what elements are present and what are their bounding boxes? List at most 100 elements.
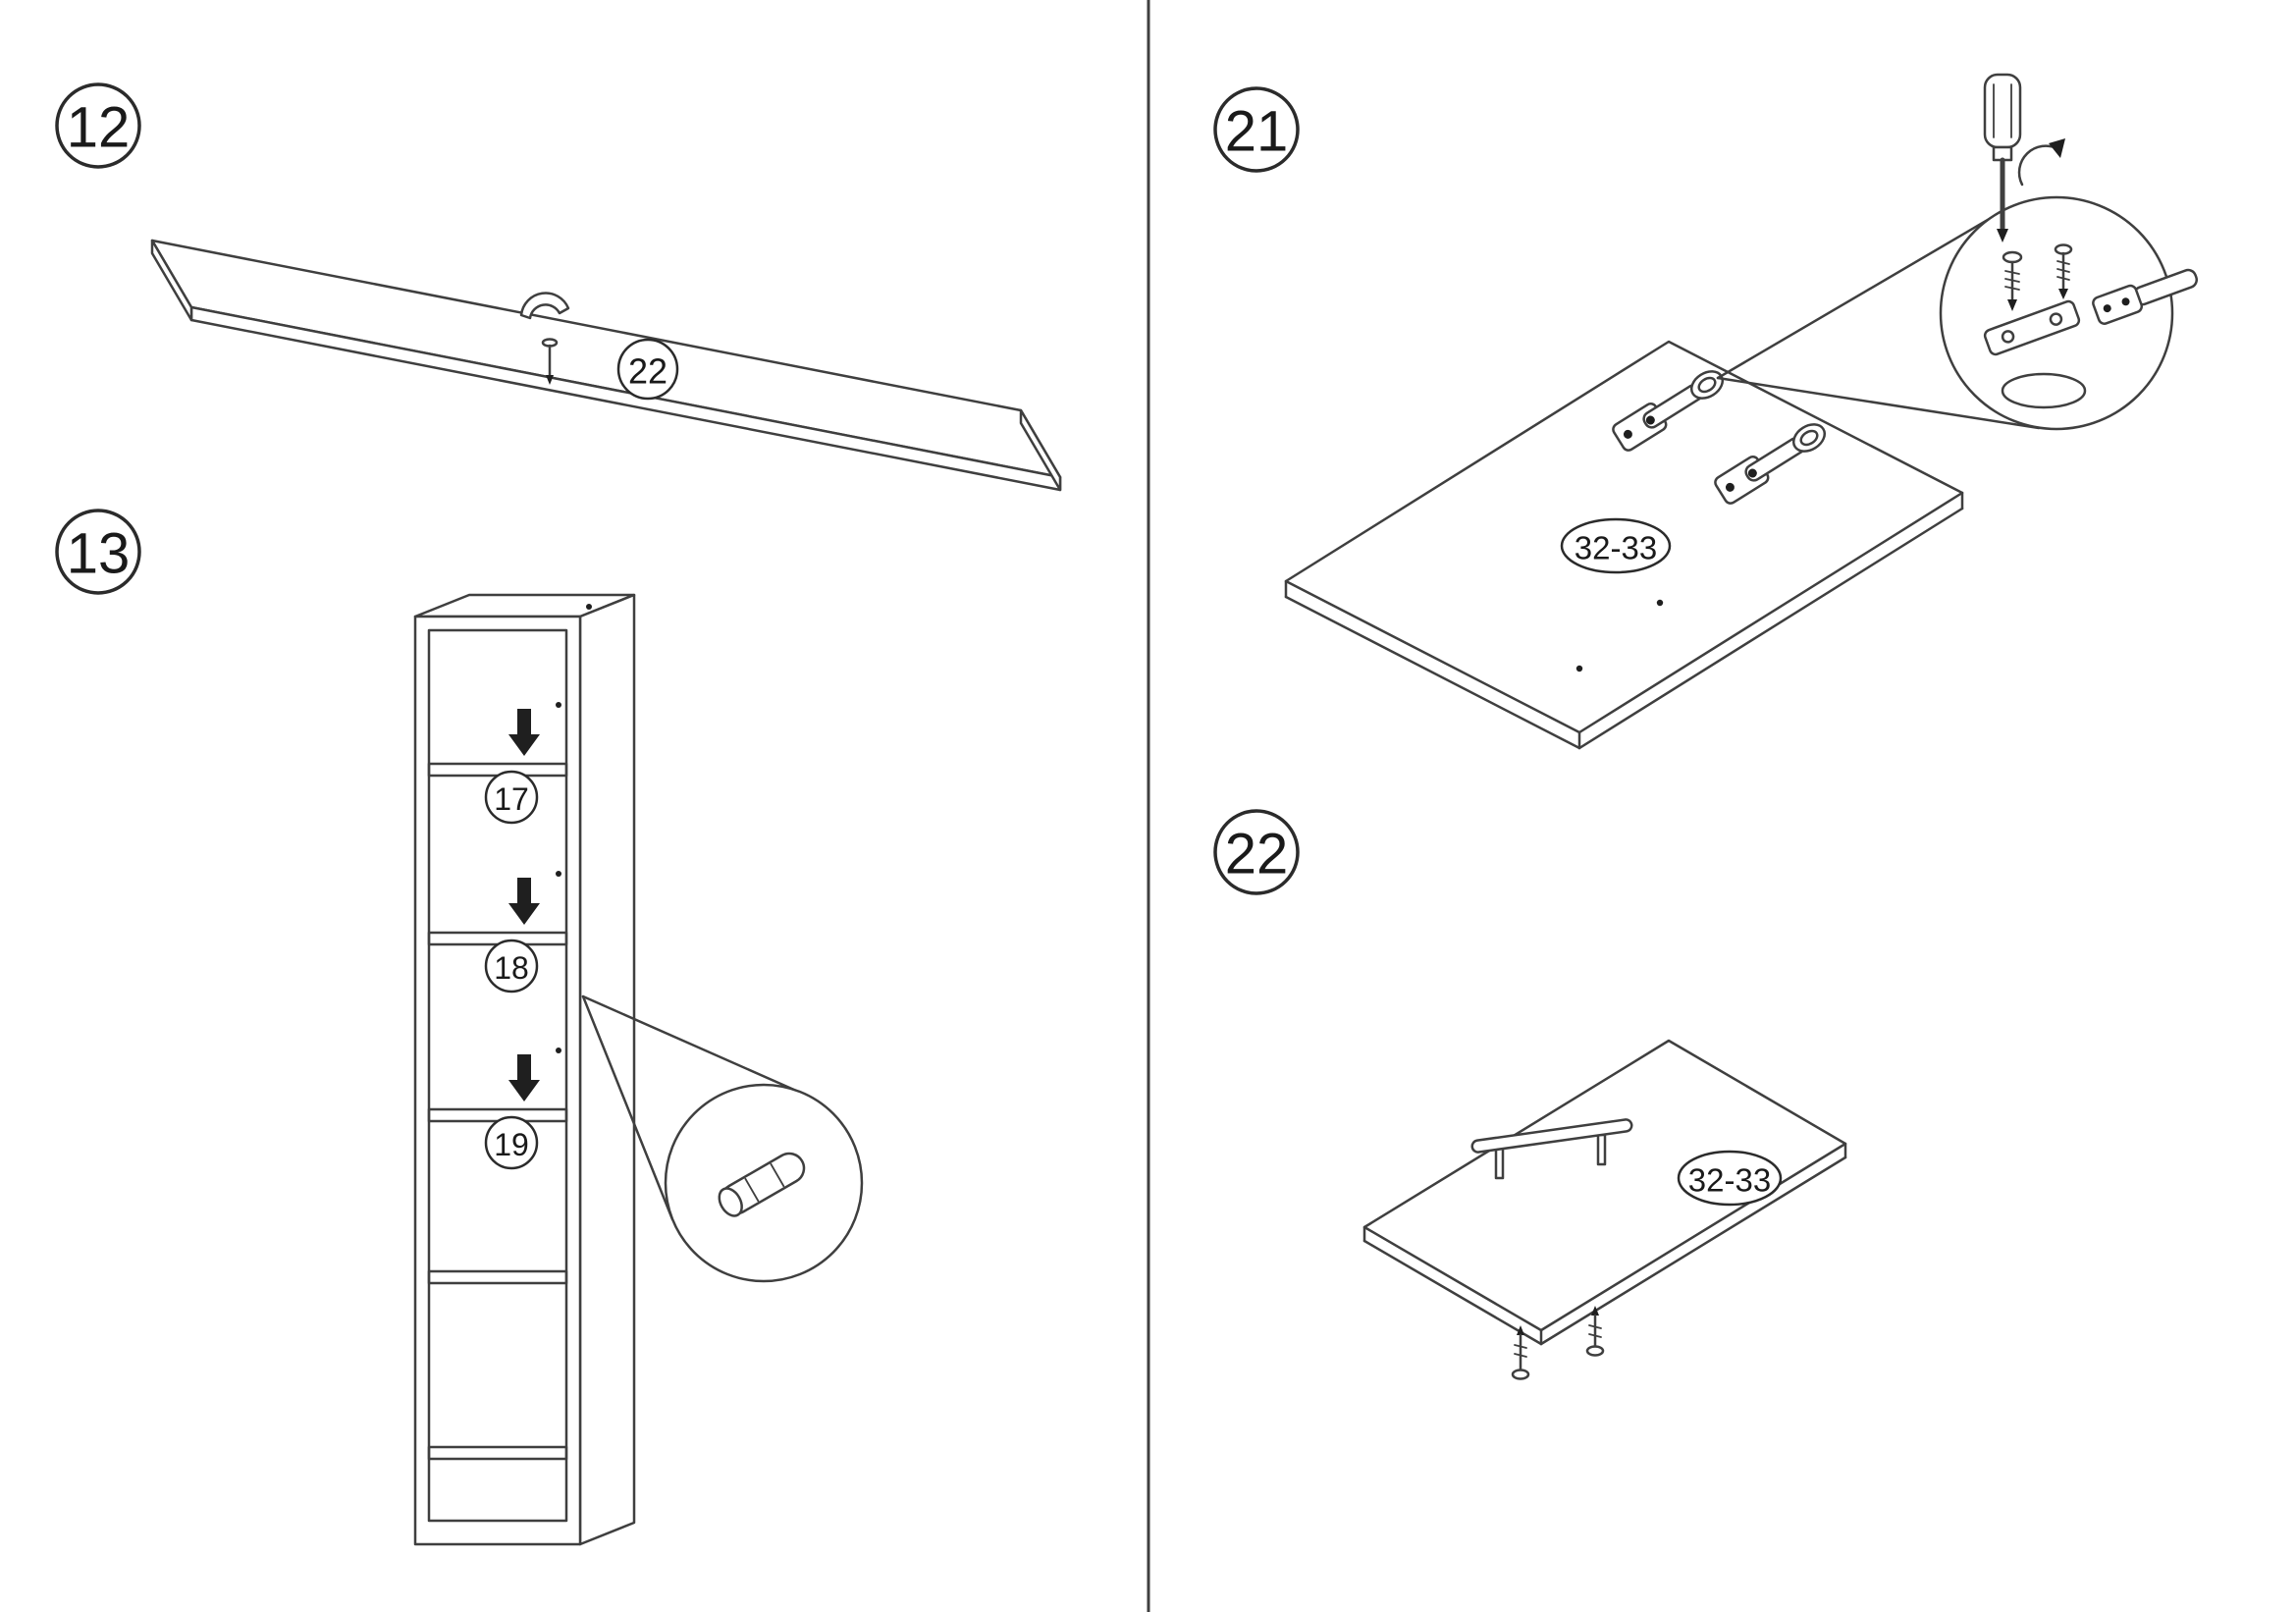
screw-thread — [2056, 260, 2070, 265]
handle-hole — [1656, 599, 1664, 607]
part-label-circle — [616, 338, 679, 401]
part-label-32-33: 32-33 — [1560, 517, 1672, 574]
screw-tip — [2007, 299, 2017, 311]
callout-line — [581, 994, 805, 1096]
dowel-ridge — [770, 1162, 785, 1188]
down-arrow-shelf-17 — [508, 709, 540, 756]
screw-thread — [1514, 1353, 1527, 1358]
shelf-number-17: 17 — [494, 781, 529, 817]
shelf-fixed-2 — [427, 1445, 568, 1461]
screw-tip — [2058, 289, 2068, 299]
part-number-32-33: 32-33 — [1575, 530, 1657, 566]
pin-hole — [556, 702, 561, 708]
hinge-screw-dot — [2121, 297, 2130, 306]
pin-hole — [556, 871, 561, 877]
screwdriver-drawing — [1983, 73, 2065, 242]
shelf-label-circle — [484, 1115, 539, 1170]
plate-hole — [2001, 330, 2015, 344]
shelf-fixed-1 — [427, 1269, 568, 1285]
part-number-22: 22 — [628, 351, 667, 392]
screw-thread — [2056, 268, 2070, 273]
screw-head — [2002, 250, 2023, 264]
bracket-arch — [519, 292, 570, 320]
step-13-number-badge: 13 — [55, 509, 141, 595]
hinge-drawing — [1714, 423, 1827, 505]
pin-hole — [586, 604, 592, 610]
dowel-pin-drawing — [718, 1152, 806, 1217]
shelf-number-19: 19 — [494, 1127, 529, 1162]
callout-line — [1716, 212, 2000, 380]
screw-thread — [2004, 270, 2020, 275]
wall-bracket-drawing — [519, 292, 570, 385]
step-12-number-badge: 12 — [55, 82, 141, 169]
shelf-label-circle — [484, 770, 539, 825]
screw-thread — [1588, 1324, 1602, 1329]
plate-hole — [2049, 312, 2063, 326]
part-label-oval — [1560, 517, 1672, 574]
dowel-end — [718, 1187, 743, 1217]
hinge-screw-dot — [2103, 304, 2111, 313]
down-arrow-shelf-19 — [508, 1054, 540, 1102]
hinge-cup-hole — [2001, 372, 2087, 409]
screw-head — [1511, 1369, 1530, 1380]
handle-bar-group — [1470, 1118, 1633, 1154]
hinge-screw-dot — [1725, 482, 1735, 492]
callout-line — [1716, 376, 2041, 430]
handle-screw-drawing — [1585, 1306, 1605, 1357]
screw-tip — [546, 375, 554, 385]
dowel-ridge — [744, 1177, 760, 1203]
shelf-label-17: 17 — [484, 770, 539, 825]
bookcase-inner-opening — [427, 628, 568, 1523]
hinge-arm — [1744, 436, 1806, 482]
part-number-32-33: 32-33 — [1688, 1162, 1771, 1199]
shelf-pin-holes — [556, 604, 592, 1053]
panel-left-end — [150, 239, 193, 322]
pin-hole — [556, 1048, 561, 1053]
down-arrow-shelf-18 — [508, 878, 540, 925]
door-bottom-edge — [1362, 1239, 1543, 1346]
part-label-22: 22 — [616, 338, 679, 401]
top-shelf-panel-drawing — [150, 239, 1062, 492]
screwdriver-handle — [1983, 73, 2022, 149]
hinge-cup — [1791, 423, 1827, 453]
hinge-cup-inner — [1799, 429, 1819, 447]
step-21-number-badge: 21 — [1213, 86, 1300, 173]
screw-thread — [1514, 1344, 1527, 1349]
screw-thread — [2056, 276, 2070, 281]
handle-drawing — [1470, 1118, 1633, 1180]
screw-thread — [2004, 286, 2020, 291]
door-bottom-edge — [1539, 1155, 1847, 1346]
handle-post — [1596, 1133, 1607, 1166]
panel-top-face — [150, 239, 1062, 479]
shelf-label-19: 19 — [484, 1115, 539, 1170]
step-21-number: 21 — [1225, 100, 1289, 164]
screw-thread — [1588, 1333, 1602, 1338]
insert-arrows — [508, 709, 540, 1102]
step-22-number-badge: 22 — [1213, 809, 1300, 895]
bookcase-front-face — [413, 615, 582, 1546]
door-bottom-edge — [1577, 507, 1964, 750]
hinge-screw-dot — [1747, 468, 1757, 478]
screwdriver-tip — [1997, 229, 2008, 242]
screw-head — [1585, 1345, 1605, 1357]
step-number-circle — [55, 82, 141, 169]
step-number-circle — [55, 509, 141, 595]
shelf-label-circle — [484, 939, 539, 994]
hinge-screw-drawing — [2054, 243, 2073, 299]
door-bottom-edge — [1284, 595, 1581, 750]
hinge-screw-dot — [1623, 429, 1632, 439]
bookcase-right-face — [578, 593, 636, 1546]
hinge-cup-inner — [1697, 376, 1717, 394]
hinge-wing — [2092, 284, 2144, 325]
handle-hole — [1575, 665, 1583, 672]
screw-tip — [1517, 1325, 1524, 1335]
step-13-section: 13 — [55, 509, 864, 1546]
door-panel-with-handle-drawing — [1362, 1039, 1847, 1346]
step-number-circle — [1213, 809, 1300, 895]
hinge-screw-dot — [1645, 415, 1655, 425]
hinge-detail-callout — [1716, 195, 2199, 431]
step-13-number: 13 — [67, 522, 131, 586]
step-number-circle — [1213, 86, 1300, 173]
